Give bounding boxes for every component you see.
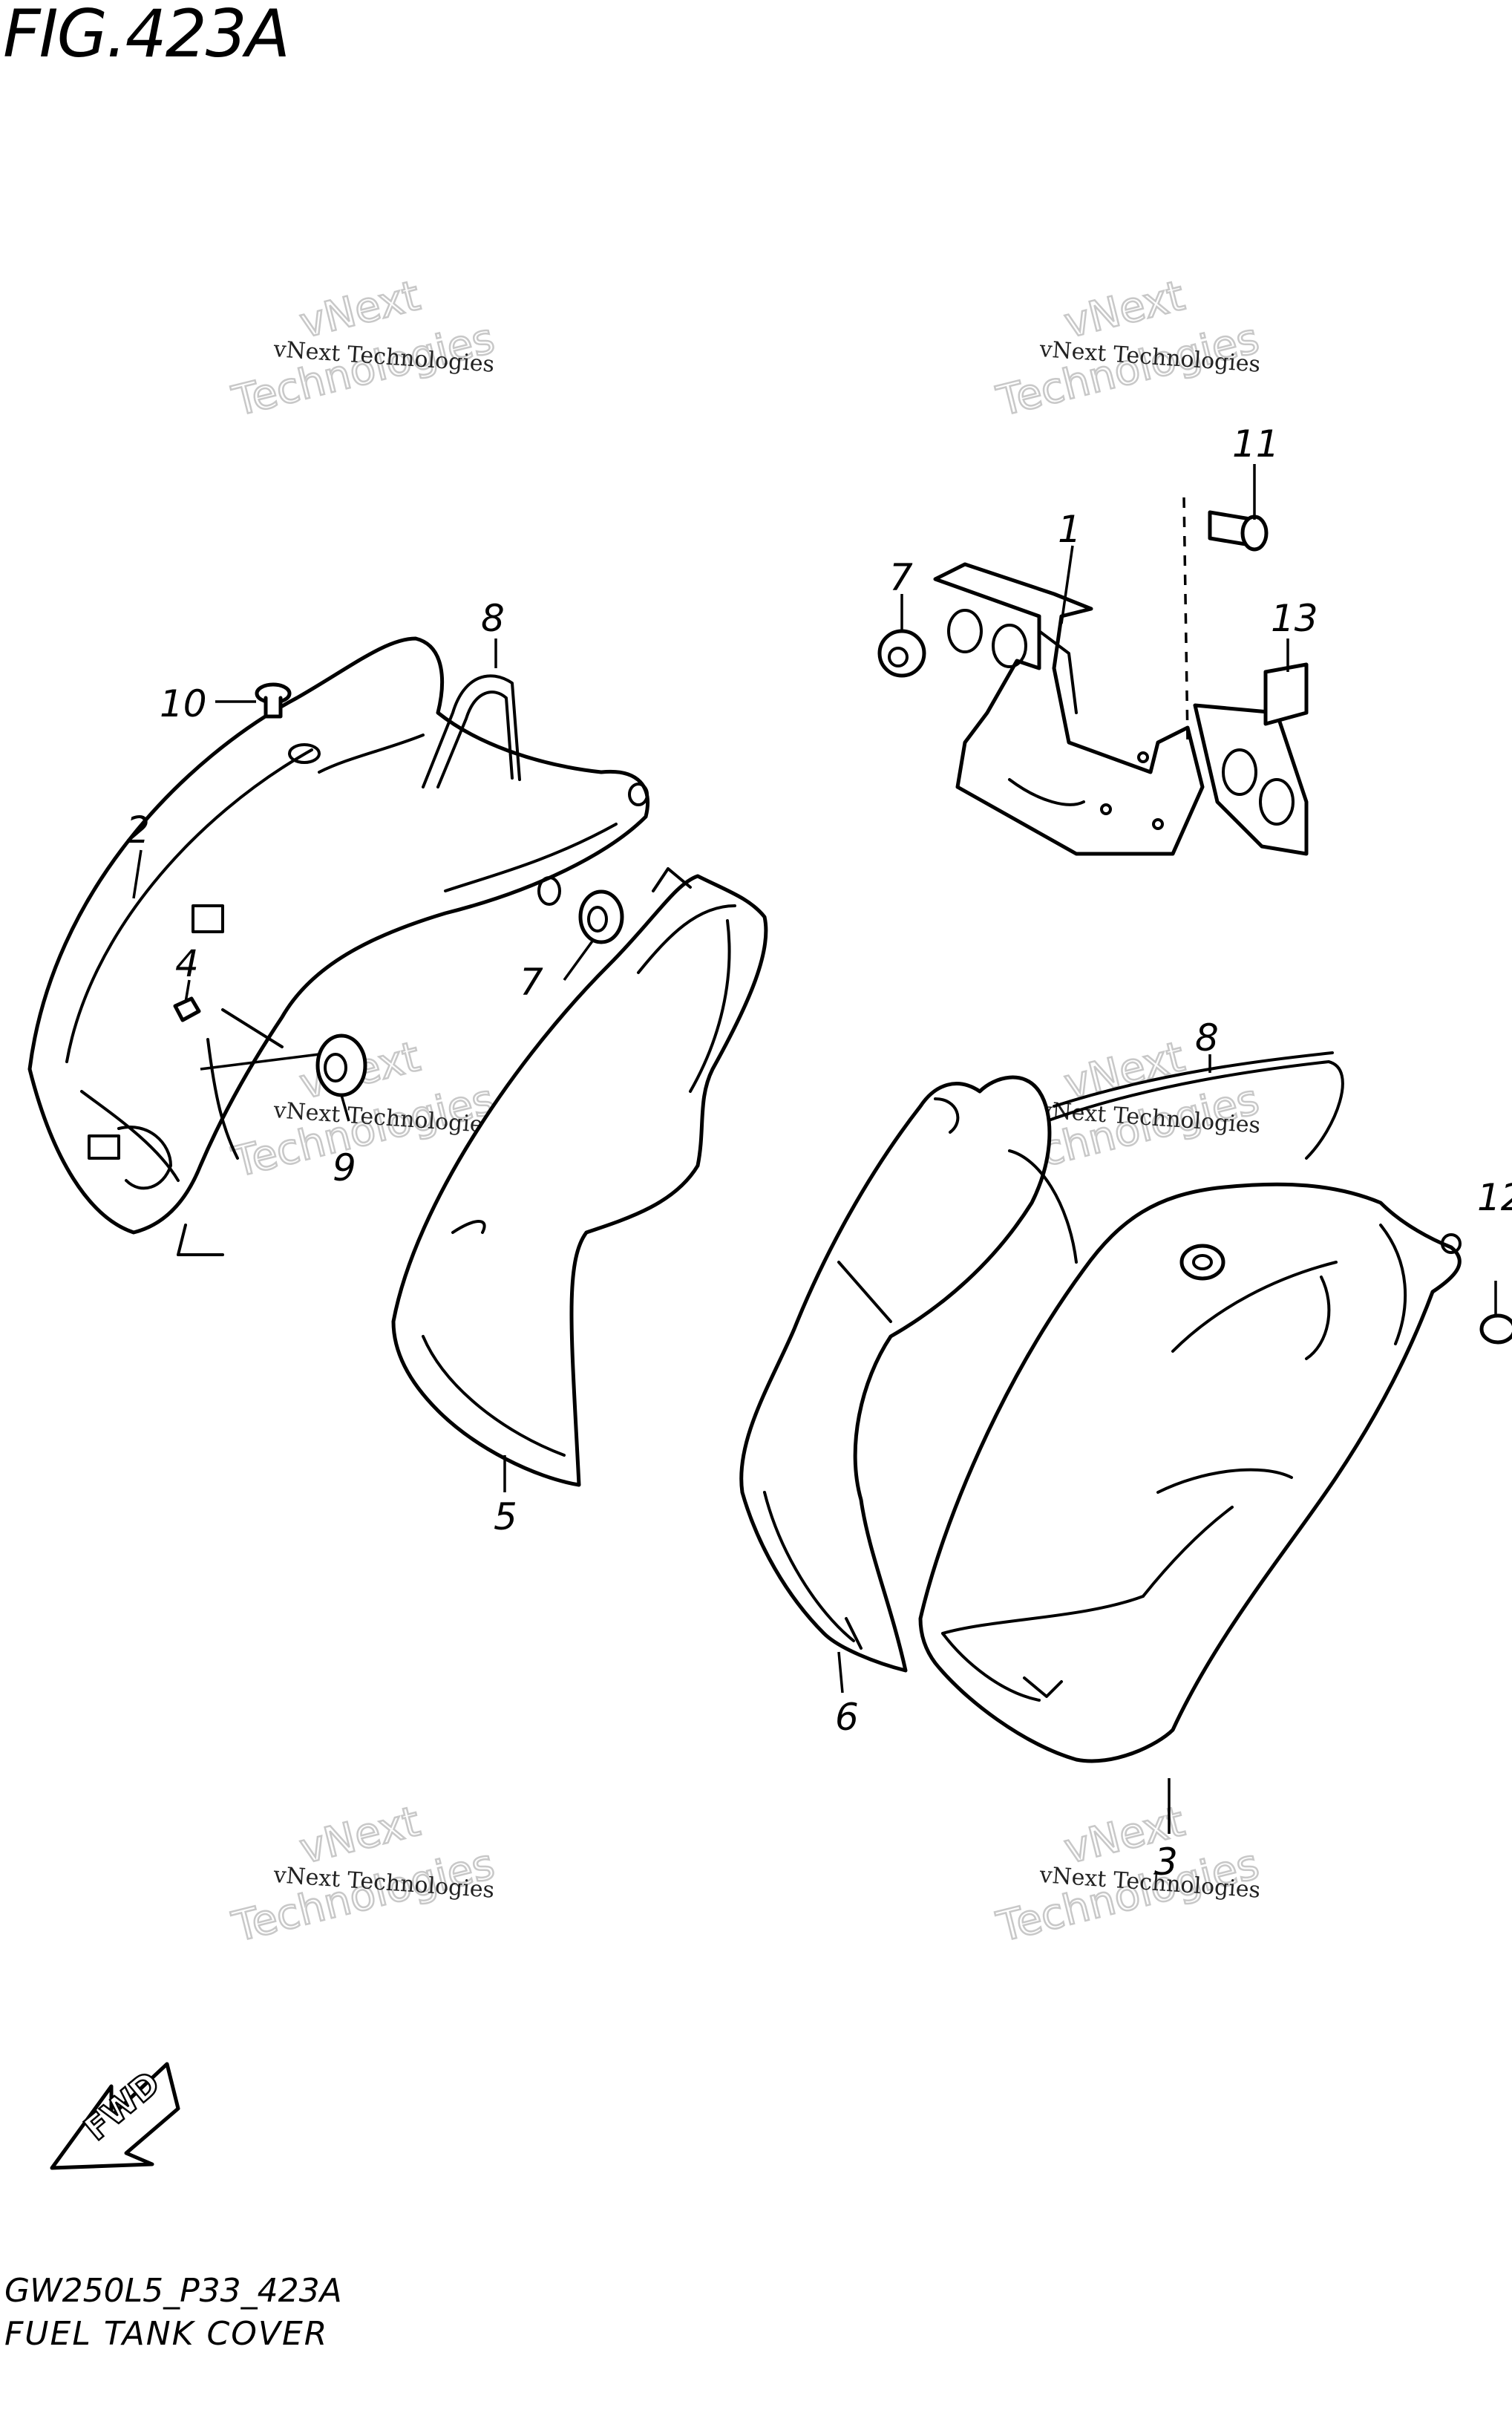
callout-10: 10 — [160, 682, 207, 725]
callout-12: 12 — [1477, 1176, 1512, 1219]
figure-title: FIG.423A — [3, 0, 290, 72]
part-8-lower-strip — [1045, 1051, 1344, 1160]
part-3-right-outer-cover — [918, 1182, 1462, 1763]
callout-4: 4 — [175, 942, 199, 985]
leader-lines — [132, 464, 1497, 1834]
callout-13: 13 — [1271, 597, 1318, 640]
part-8-upper-strip — [422, 674, 521, 788]
part-9-grommet — [315, 1033, 367, 1097]
watermark-top-left: vNext Technologies vNext Technologies — [226, 271, 500, 427]
part-1-bracket — [933, 562, 1309, 856]
part-12-screw — [1479, 1313, 1512, 1345]
part-11-bolt — [1182, 497, 1269, 743]
watermark-bottom-left: vNext Technologies vNext Technologies — [226, 1797, 500, 1953]
callout-6: 6 — [835, 1696, 859, 1739]
callout-8-upper: 8 — [481, 597, 505, 640]
callout-1: 1 — [1058, 508, 1081, 551]
part-7-grommet-right — [877, 629, 926, 678]
part-7-grommet-left — [578, 889, 624, 944]
diagram-name: FUEL TANK COVER — [4, 2315, 329, 2353]
callout-11: 11 — [1232, 422, 1280, 466]
callout-8-lower: 8 — [1195, 1016, 1219, 1059]
watermark-top-right: vNext Technologies vNext Technologies — [991, 271, 1264, 427]
watermark-bottom-right: vNext Technologies vNext Technologies — [991, 1797, 1264, 1953]
part-5-left-outer-cover — [391, 867, 768, 1487]
callout-7-right: 7 — [889, 556, 913, 599]
callout-5: 5 — [494, 1495, 517, 1538]
callout-2: 2 — [126, 809, 150, 852]
part-10-screw — [255, 682, 292, 719]
part-13-clip — [1263, 662, 1309, 726]
callout-3: 3 — [1154, 1841, 1178, 1884]
callout-9: 9 — [333, 1146, 356, 1189]
part-6-right-inner-cover — [739, 1075, 1078, 1673]
diagram-code: GW250L5_P33_423A — [4, 2272, 342, 2310]
fwd-arrow: FWD — [50, 2062, 180, 2170]
callout-labels: 1 2 3 4 5 6 7 7 8 8 9 10 11 12 13 — [126, 422, 1512, 1884]
callout-7-left: 7 — [520, 961, 543, 1004]
part-2-left-inner-cover — [27, 636, 649, 1256]
